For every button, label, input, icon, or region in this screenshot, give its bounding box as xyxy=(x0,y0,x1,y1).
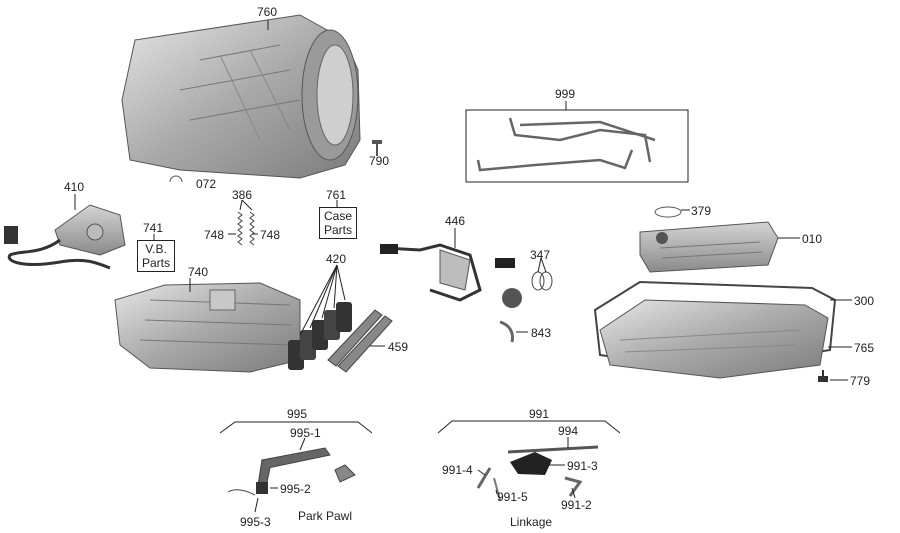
park-pawl-995 xyxy=(227,447,356,496)
callout-386: 386 xyxy=(232,188,253,202)
linkage-991 xyxy=(476,445,599,501)
callout-779: 779 xyxy=(850,374,871,388)
callout-446: 446 xyxy=(445,214,466,228)
callout-843: 843 xyxy=(531,326,552,340)
case-parts-box: Case Parts xyxy=(319,207,357,239)
bolt-790 xyxy=(372,140,382,156)
case-parts-line2: Parts xyxy=(323,223,352,237)
bracket-991 xyxy=(437,420,621,434)
callout-995-1: 995-1 xyxy=(290,426,321,440)
callout-995: 995 xyxy=(287,407,308,421)
clip-843 xyxy=(499,320,514,343)
vb-parts-line1: V.B. xyxy=(145,242,167,256)
drain-plug-779 xyxy=(818,370,828,382)
lines-frame-999 xyxy=(465,109,689,183)
callout-765: 765 xyxy=(854,341,875,355)
callout-999: 999 xyxy=(555,87,576,101)
callout-379: 379 xyxy=(691,204,712,218)
callout-748-left: 748 xyxy=(204,228,225,242)
callout-991-2: 991-2 xyxy=(561,498,592,512)
ring-379 xyxy=(654,206,682,218)
oil-pan-765 xyxy=(599,299,829,379)
callout-991-4: 991-4 xyxy=(442,463,473,477)
leaders-420 xyxy=(299,264,346,336)
callout-740: 740 xyxy=(188,265,209,279)
callout-761: 761 xyxy=(326,188,347,202)
callout-347: 347 xyxy=(530,248,551,262)
caption-park-pawl: Park Pawl xyxy=(298,509,353,523)
callout-300: 300 xyxy=(854,294,875,308)
case-parts-line1: Case xyxy=(323,209,352,223)
callout-991-5: 991-5 xyxy=(497,490,528,504)
callout-790: 790 xyxy=(369,154,390,168)
callout-994: 994 xyxy=(558,424,579,438)
callout-741: 741 xyxy=(143,221,164,235)
harness-446 xyxy=(380,243,522,308)
bracket-995 xyxy=(219,421,373,434)
vb-parts-box: V.B. Parts xyxy=(137,240,175,272)
transmission-case-760 xyxy=(121,14,361,179)
callout-760: 760 xyxy=(257,5,278,19)
o-rings-347 xyxy=(531,271,553,291)
callout-459: 459 xyxy=(388,340,409,354)
callout-748-right: 748 xyxy=(260,228,281,242)
clip-072 xyxy=(169,175,183,183)
springs-386-748 xyxy=(237,211,255,246)
filter-010 xyxy=(639,221,779,273)
cooler-tubes-999 xyxy=(476,117,656,172)
callout-072: 072 xyxy=(196,177,217,191)
solenoids-420 xyxy=(288,302,352,370)
callout-995-3: 995-3 xyxy=(240,515,271,529)
valve-body-740 xyxy=(114,282,301,373)
callout-410: 410 xyxy=(64,180,85,194)
callout-991: 991 xyxy=(529,407,550,421)
plates-459 xyxy=(327,309,393,373)
vb-parts-line2: Parts xyxy=(141,256,170,270)
callout-995-2: 995-2 xyxy=(280,482,311,496)
callout-991-3: 991-3 xyxy=(567,459,598,473)
callout-010: 010 xyxy=(802,232,823,246)
range-switch-410 xyxy=(4,204,126,270)
callout-420: 420 xyxy=(326,252,347,266)
caption-linkage: Linkage xyxy=(510,515,553,529)
